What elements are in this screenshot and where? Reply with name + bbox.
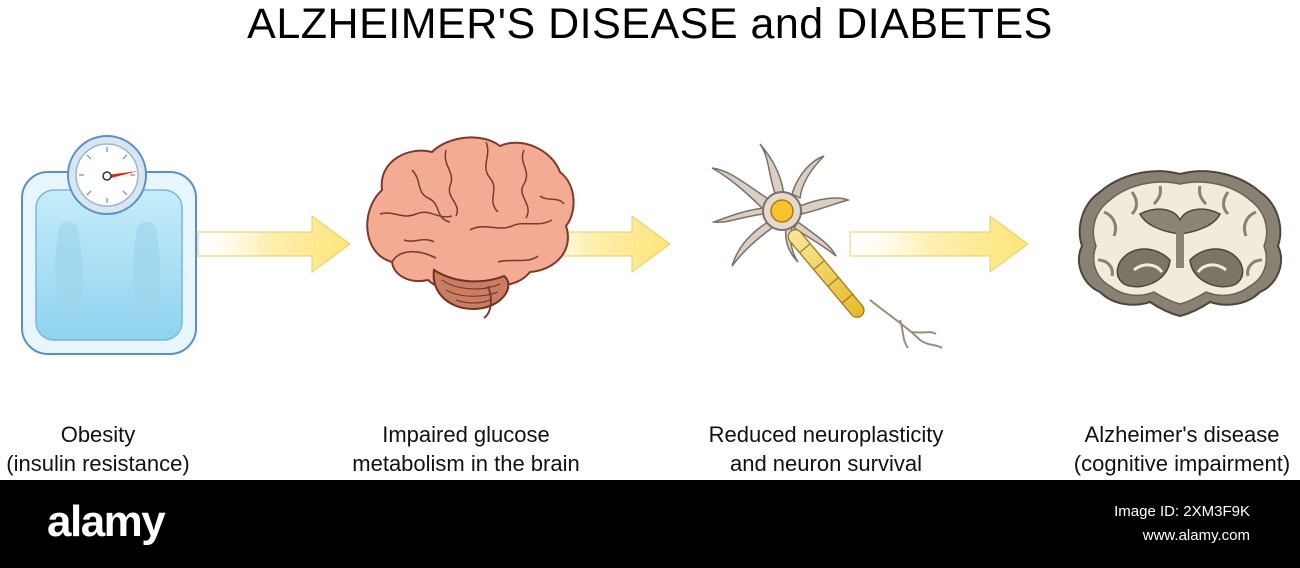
brain-icon <box>366 136 575 319</box>
caption-line: and neuron survival <box>729 451 922 476</box>
caption-line: Alzheimer's disease <box>1084 422 1280 447</box>
caption-line: Obesity <box>60 422 136 447</box>
caption-neuroplasticity: Reduced neuroplasticity and neuron survi… <box>676 420 976 478</box>
diagram-artwork <box>21 135 1283 355</box>
caption-glucose-metabolism: Impaired glucose metabolism in the brain <box>316 420 616 478</box>
page-title: ALZHEIMER'S DISEASE and DIABETES <box>247 0 1053 48</box>
alamy-logo: alamy <box>47 497 166 546</box>
caption-line: (cognitive impairment) <box>1073 451 1291 476</box>
brain-cross-section-icon <box>1077 170 1283 318</box>
caption-obesity: Obesity (insulin resistance) <box>0 420 248 478</box>
neuron-icon <box>711 143 943 349</box>
caption-line: Impaired glucose <box>382 422 550 447</box>
arrow-1 <box>197 215 351 273</box>
caption-line: (insulin resistance) <box>6 451 190 476</box>
caption-line: Reduced neuroplasticity <box>708 422 944 447</box>
caption-alzheimers: Alzheimer's disease (cognitive impairmen… <box>1032 420 1300 478</box>
stock-footer-bar: alamy Image ID: 2XM3F9K www.alamy.com <box>0 480 1300 568</box>
image-id-label: Image ID: 2XM3F9K <box>1114 503 1250 520</box>
caption-line: metabolism in the brain <box>352 451 580 476</box>
bathroom-scale-icon <box>21 135 197 355</box>
site-url: www.alamy.com <box>1142 527 1250 544</box>
arrow-3 <box>849 215 1029 273</box>
